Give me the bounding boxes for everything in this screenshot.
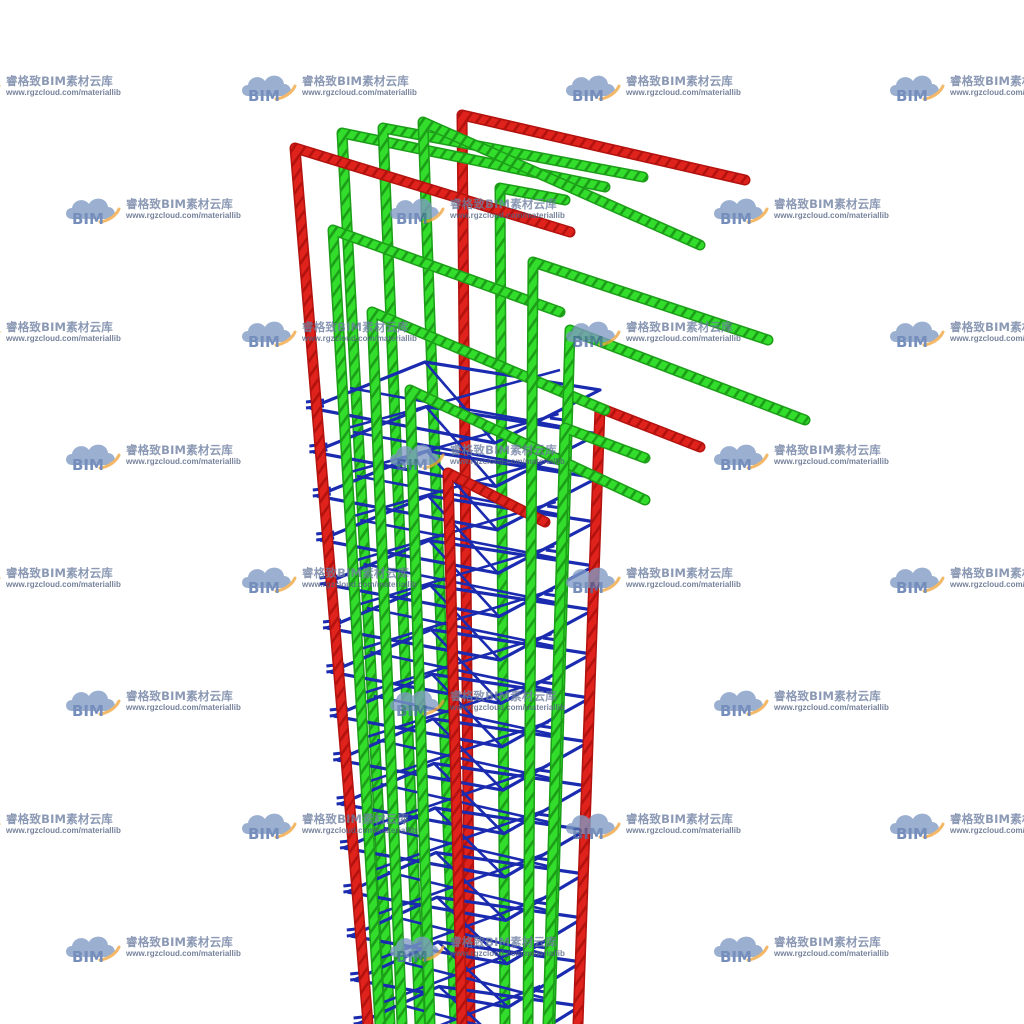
corner-bar-front-mid [442,467,551,1024]
corner-bar-back-left [289,142,576,1024]
interior-bar-g [522,256,774,1024]
interior-bar-b [377,122,649,1024]
corner-bar-back-right [456,109,751,1024]
interior-bar-j [542,422,651,1024]
interior-bar-c [417,116,706,1024]
interior-bar-d [327,224,566,1024]
back-longitudinal-bars [336,109,751,1024]
front-longitudinal-bars [289,142,811,1024]
